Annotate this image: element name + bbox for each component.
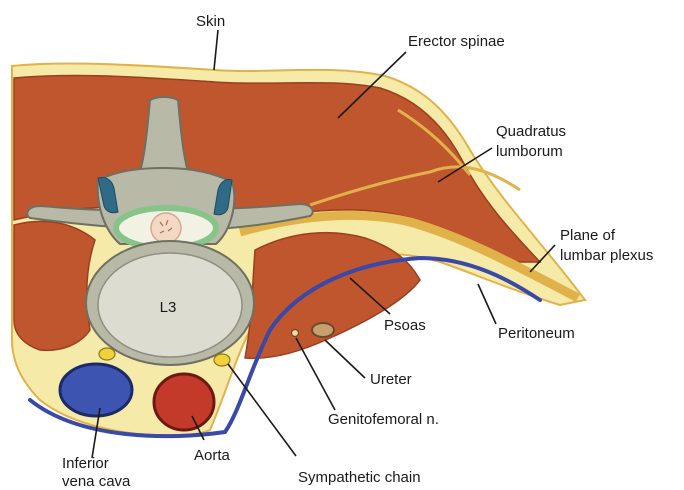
spinal-cord [151,213,181,243]
ivc-label-line1: Inferior [62,455,109,472]
ureter-label: Ureter [370,371,412,388]
psoas-label: Psoas [384,317,426,334]
quadratus-label-line2: lumborum [496,143,563,160]
genitofemoral-nerve [292,330,299,337]
ureter [312,323,334,337]
plane-label-line1: Plane of [560,227,616,244]
erector-spinae-label: Erector spinae [408,33,505,50]
aorta [154,374,214,430]
left-muscle-block [14,221,95,350]
genitofemoral-label: Genitofemoral n. [328,411,439,428]
ivc-label-line2: vena cava [62,473,131,490]
plane-label-line2: lumbar plexus [560,247,653,264]
right-sympathetic-ganglion [214,354,230,366]
inferior-vena-cava [60,364,132,416]
aorta-label: Aorta [194,447,231,464]
sympathetic-chain-label: Sympathetic chain [298,469,421,486]
left-sympathetic-ganglion [99,348,115,360]
peritoneum-label: Peritoneum [498,325,575,342]
vertebra-label: L3 [160,299,177,316]
skin-label: Skin [196,13,225,30]
quadratus-label-line1: Quadratus [496,123,566,140]
